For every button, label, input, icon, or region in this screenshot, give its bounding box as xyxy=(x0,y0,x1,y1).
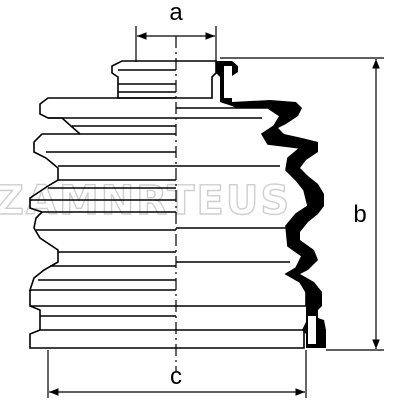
dimension-a-label: a xyxy=(169,0,183,26)
dimension-b-label: b xyxy=(353,201,366,228)
watermark-text: ZAMNRTEUS xyxy=(0,178,291,224)
dimension-b xyxy=(220,57,384,351)
convolute-wall-section xyxy=(220,100,326,348)
dimension-c-label: c xyxy=(170,363,182,390)
dimension-a xyxy=(135,26,217,62)
boot-exterior-half xyxy=(28,60,176,349)
dimension-c xyxy=(47,350,307,398)
boot-section-half xyxy=(176,60,326,349)
